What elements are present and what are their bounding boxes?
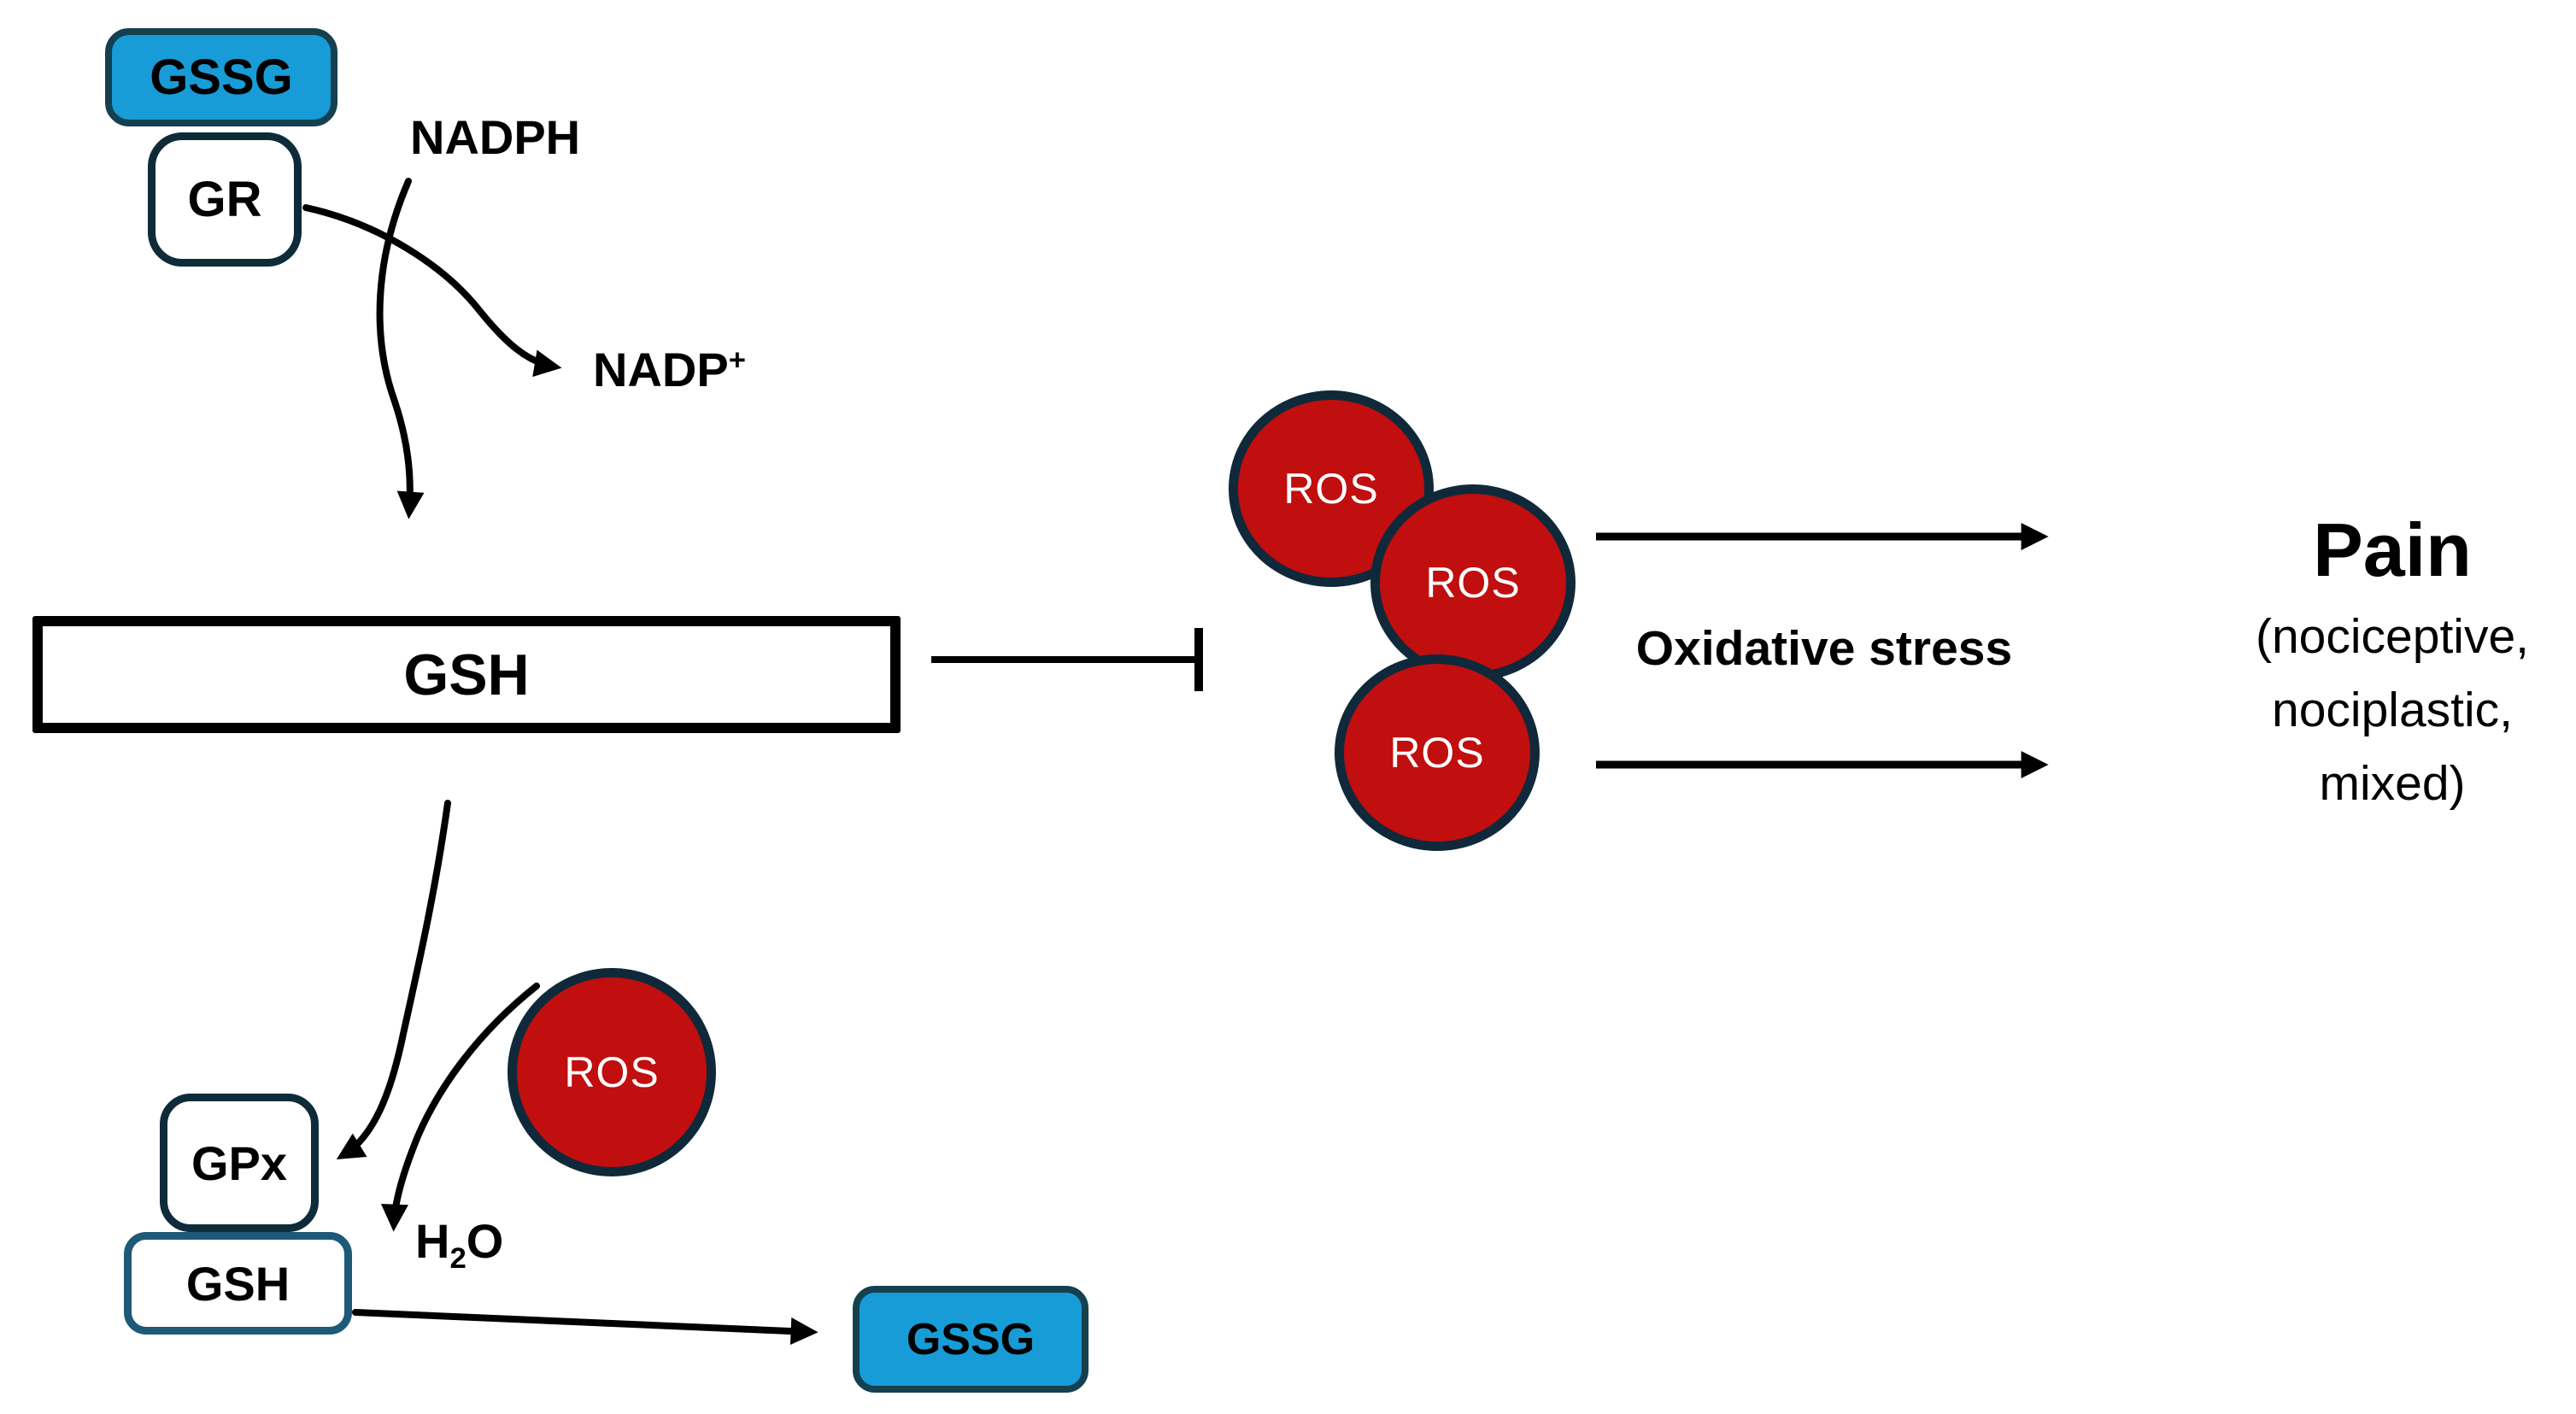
pain-subtype-line1: (nociceptive, bbox=[2256, 609, 2529, 664]
h2o-label: H2O bbox=[415, 1213, 503, 1276]
nadp-base: NADP bbox=[593, 343, 729, 396]
arrow-nadph-to-gsh bbox=[376, 178, 425, 519]
gsh-main-box: GSH bbox=[32, 616, 901, 733]
oxidative-stress-label: Oxidative stress bbox=[1635, 621, 2013, 676]
ros-bottom-label: ROS bbox=[1389, 729, 1485, 777]
gsh-main-label: GSH bbox=[403, 642, 530, 707]
ros-circle-middle: ROS bbox=[1370, 484, 1576, 681]
ros-circle-lower: ROS bbox=[508, 968, 716, 1176]
pain-subtype-line3: mixed) bbox=[2319, 756, 2466, 811]
gpx-box: GPx bbox=[160, 1094, 319, 1232]
nadp-label: NADP+ bbox=[593, 342, 746, 397]
gssg-bottom-label: GSSG bbox=[906, 1314, 1036, 1364]
arrow-gsh-to-gpx bbox=[336, 800, 451, 1160]
h2o-h: H bbox=[415, 1214, 450, 1268]
pain-subtype-line2: nociplastic, bbox=[2272, 683, 2513, 737]
gssg-top-label: GSSG bbox=[150, 50, 293, 105]
nadp-plus-sup: + bbox=[728, 343, 746, 377]
nadph-label: NADPH bbox=[410, 110, 581, 164]
gr-box: GR bbox=[148, 132, 302, 267]
ros-middle-label: ROS bbox=[1425, 559, 1521, 607]
arrow-gsh-to-gssg bbox=[352, 1309, 819, 1346]
pain-title: Pain bbox=[2313, 508, 2472, 592]
h2o-o: O bbox=[466, 1214, 504, 1268]
gssg-top-box: GSSG bbox=[105, 28, 337, 126]
pain-block: Pain (nociceptive, nociplastic, mixed) bbox=[2204, 513, 2576, 820]
gpx-label: GPx bbox=[191, 1135, 288, 1190]
ros-top-label: ROS bbox=[1283, 465, 1379, 513]
gr-label: GR bbox=[187, 172, 262, 227]
gsh-small-label: GSH bbox=[185, 1256, 290, 1311]
ros-lower-label: ROS bbox=[564, 1048, 660, 1096]
gssg-bottom-box: GSSG bbox=[853, 1286, 1088, 1393]
h2o-sub2: 2 bbox=[449, 1242, 466, 1276]
gsh-small-box: GSH bbox=[124, 1232, 352, 1335]
arrow-gr-to-nadp bbox=[302, 204, 562, 378]
ros-circle-bottom: ROS bbox=[1335, 654, 1540, 851]
